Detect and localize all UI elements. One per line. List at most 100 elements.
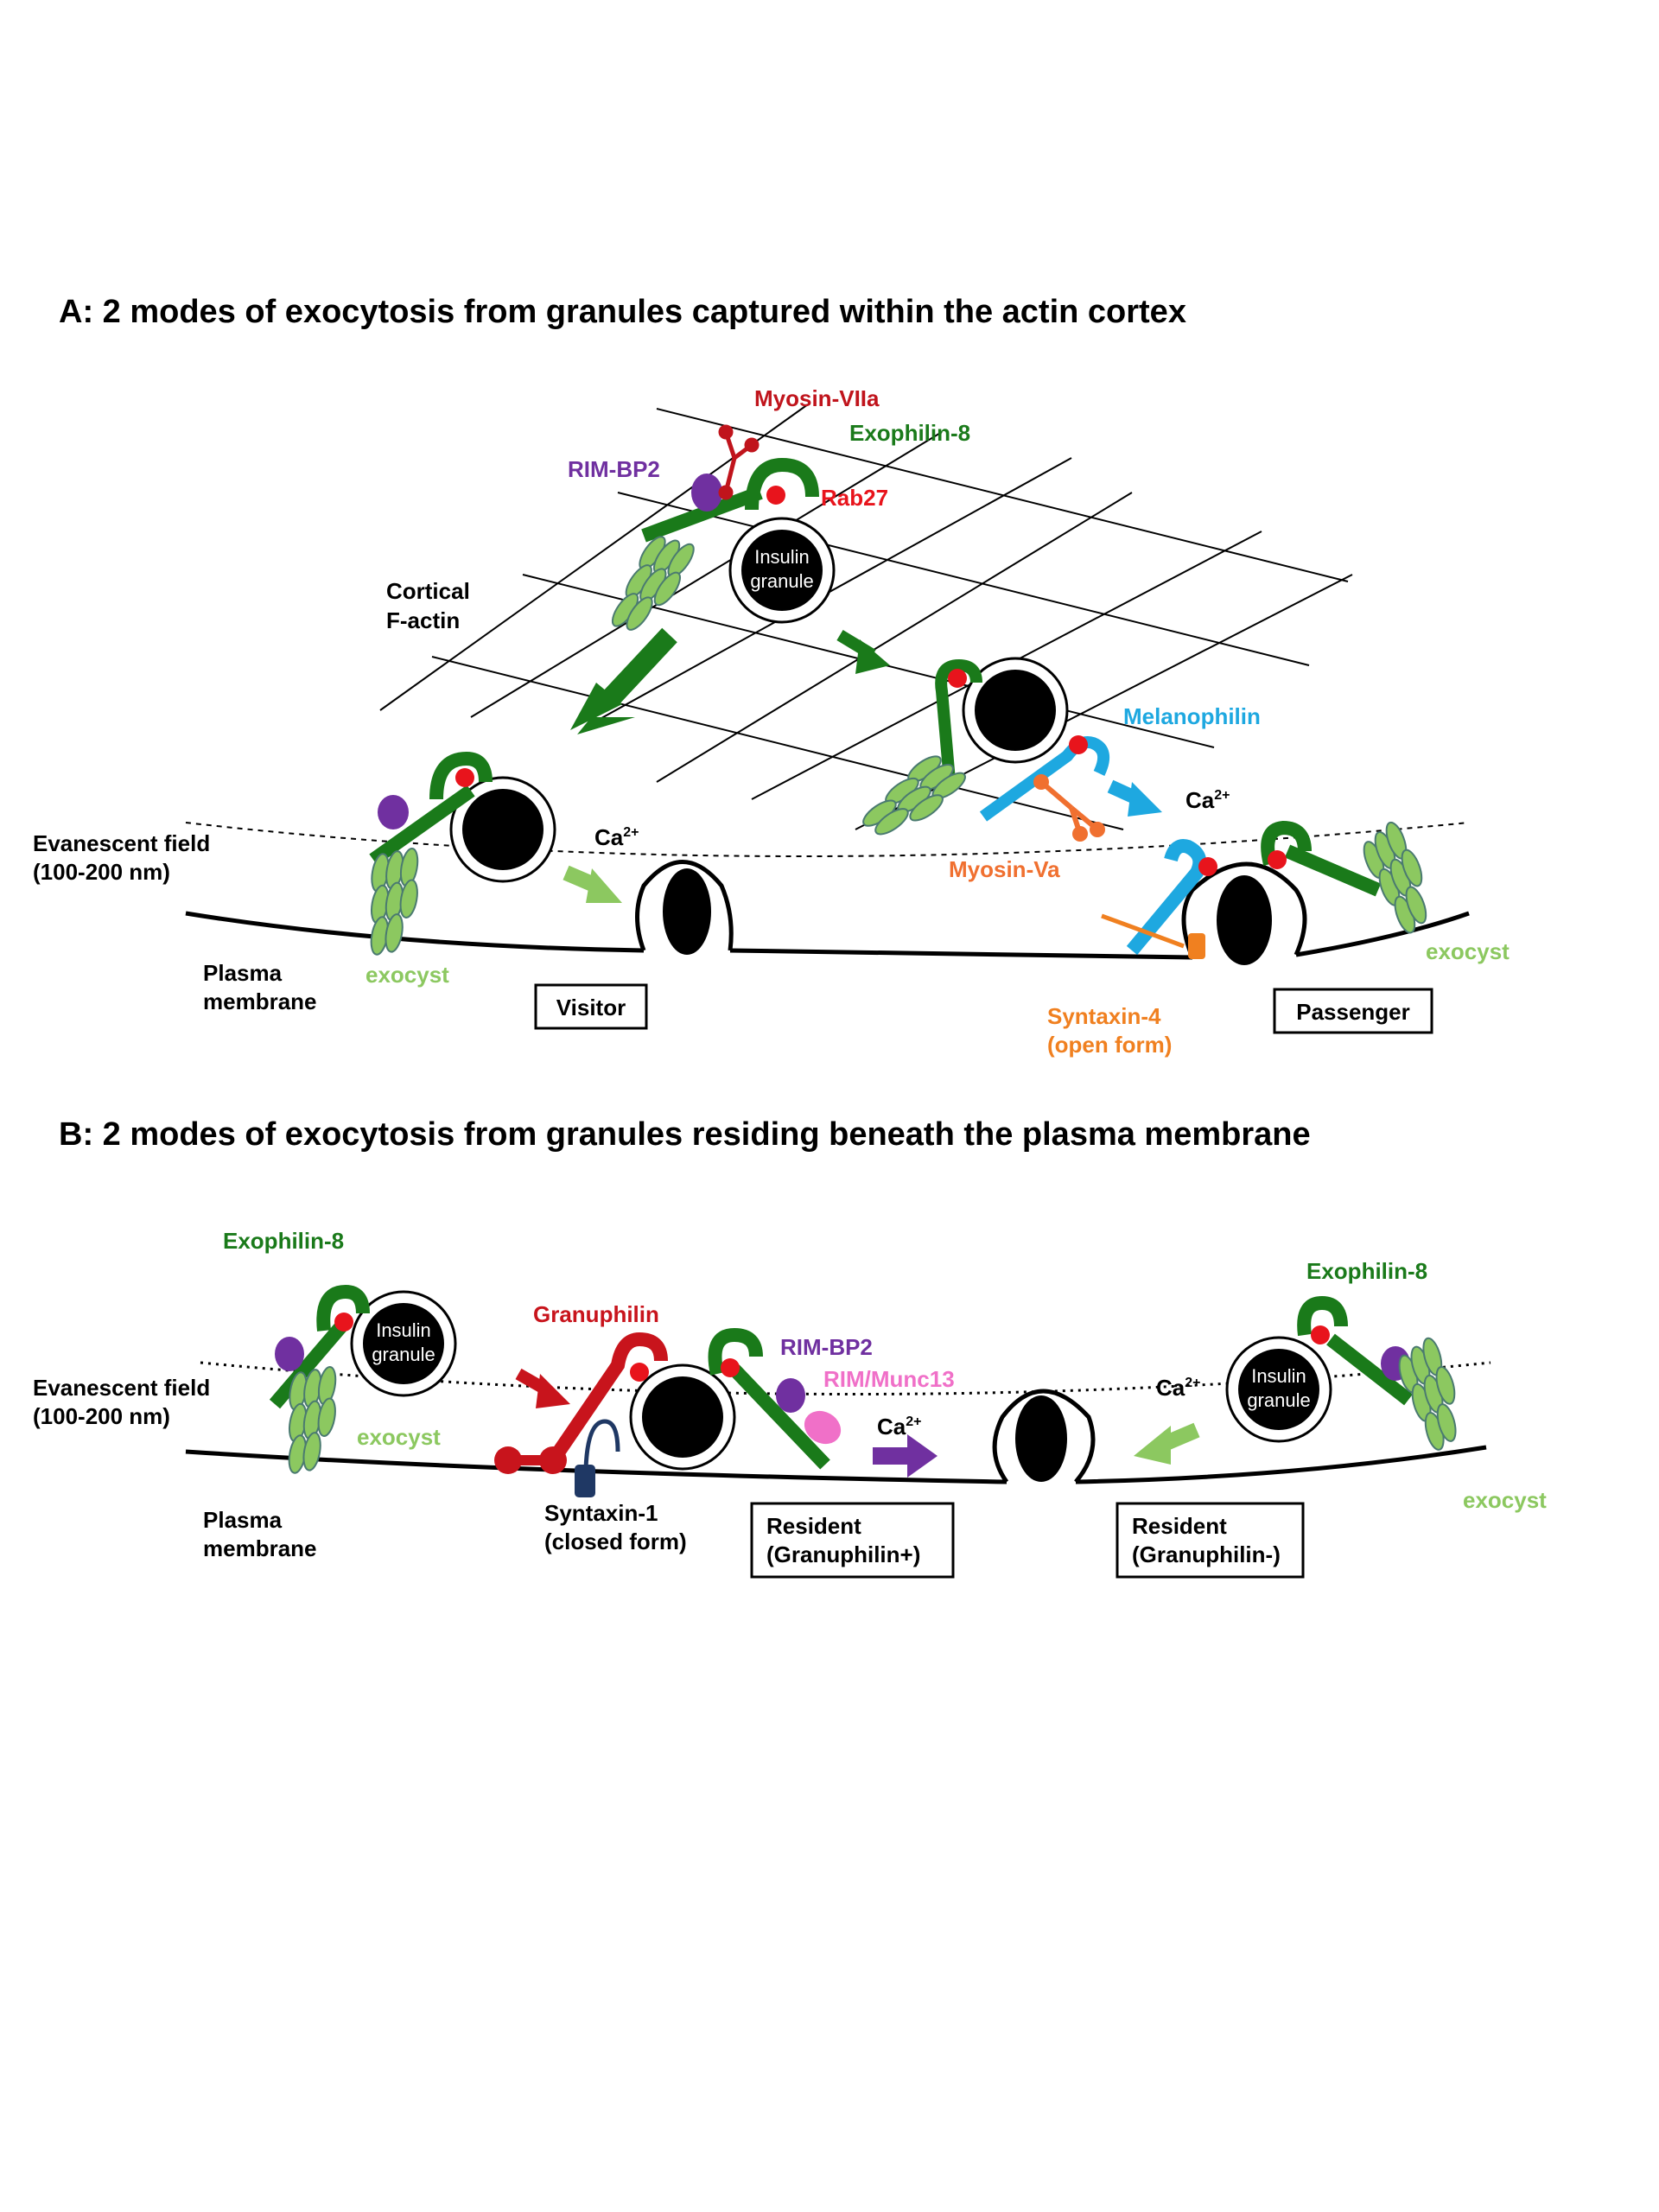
svg-text:(Granuphilin-): (Granuphilin-) [1132,1541,1281,1567]
visitor-box: Visitor [534,983,648,1030]
rim-munc13 [804,1410,842,1445]
arrow-ca-purple [873,1434,938,1478]
svg-text:Resident: Resident [766,1513,861,1539]
label-plasma-b-1: Plasma [203,1507,283,1533]
exophilin8-passenger [1261,820,1382,897]
label-exocyst-a-left: exocyst [365,962,449,988]
svg-text:granule: granule [1247,1389,1310,1411]
rab27-dot-melanophilin [1069,735,1088,754]
arrow-to-right-granule [836,630,890,674]
exophilin8-visitor [369,751,493,866]
panel-a-title: A: 2 modes of exocytosis from granules c… [59,294,1186,330]
label-exocyst-b-right: exocyst [1463,1487,1547,1513]
evanescent-field-line-b [200,1361,1491,1395]
label-exocyst-b-left: exocyst [357,1424,441,1450]
label-syntaxin4-2: (open form) [1047,1032,1172,1058]
label-exophilin8-b-left: Exophilin-8 [223,1228,344,1254]
label-ca-right-a: Ca2+ [1185,787,1230,813]
label-plasma-a-1: Plasma [203,960,283,986]
exocyst-passenger [1355,817,1441,940]
label-evanescent-a-2: (100-200 nm) [33,859,170,885]
myosin-va-middle [1033,774,1105,842]
label-plasma-a-2: membrane [203,988,317,1014]
exophilin8-b-right [1297,1295,1413,1406]
rab27-dot-b-right [1311,1325,1330,1344]
rab27-dot-granuphilin [630,1363,649,1382]
rim-bp2-b-mid [776,1378,805,1413]
rim-bp2-visitor [378,795,409,830]
label-plasma-b-2: membrane [203,1535,317,1561]
exophilin8-b-mid [708,1327,830,1470]
label-exophilin8-a: Exophilin-8 [849,420,970,446]
label-cortical-2: F-actin [386,607,460,633]
arrow-granuphilin [515,1368,570,1408]
exophilin8-middle [935,658,982,791]
label-evanescent-b-2: (100-200 nm) [33,1403,170,1429]
arrow-ca-visitor [563,865,622,903]
rab27-dot-passenger-blue [1198,857,1217,876]
label-melanophilin: Melanophilin [1123,703,1261,729]
arrow-to-visitor-granule [570,627,677,734]
insulin-granule-b-right: Insulin granule [1225,1336,1332,1443]
rab27-dot-visitor [455,768,474,787]
rim-bp2-b-left [275,1337,304,1371]
rab27-dot-middle [948,669,967,688]
svg-text:granule: granule [372,1344,435,1365]
cortical-actin-grid [379,404,1353,830]
svg-text:Resident: Resident [1132,1513,1227,1539]
plasma-membrane-a [185,911,1470,960]
fusing-granule-b [992,1389,1096,1484]
svg-text:granule: granule [750,570,813,592]
label-exophilin8-b-right: Exophilin-8 [1306,1258,1427,1284]
resident-granuphilin-neg-box: Resident (Granuphilin-) [1116,1502,1305,1579]
arrow-ca-passenger [1107,779,1162,817]
granuphilin-b [547,1332,668,1465]
granuphilin-c2 [494,1446,567,1474]
rab27-dot-passenger-green [1268,850,1287,869]
exophilin8-top [641,457,819,543]
label-syntaxin4-1: Syntaxin-4 [1047,1003,1161,1029]
label-rim-munc13: RIM/Munc13 [823,1366,955,1392]
exocyst-middle [852,745,973,850]
insulin-granule-top: Insulin granule [728,517,836,624]
fusing-granule-passenger [1181,861,1307,965]
svg-text:Visitor: Visitor [556,995,626,1020]
svg-text:Insulin: Insulin [1251,1365,1306,1387]
svg-text:Insulin: Insulin [754,546,810,568]
label-ca-left-a: Ca2+ [594,824,639,850]
passenger-box: Passenger [1273,988,1433,1034]
plasma-membrane-b [185,1445,1487,1484]
label-myosin-va: Myosin-Va [949,856,1060,882]
insulin-granule-b-left: Insulin granule [350,1290,457,1397]
resident-granuphilin-pos-box: Resident (Granuphilin+) [750,1502,955,1579]
label-myosin-viia: Myosin-VIIa [754,385,880,411]
exophilin8-b-left [269,1284,370,1409]
rab27-dot-b-mid [721,1358,740,1377]
rab27-dot-top [766,486,785,505]
label-evanescent-b-1: Evanescent field [33,1375,210,1401]
svg-text:Insulin: Insulin [376,1319,431,1341]
fusing-granule-visitor [635,860,734,955]
label-rim-bp2-b: RIM-BP2 [780,1334,873,1360]
rim-bp2-top [691,474,722,512]
label-ca-mid-b: Ca2+ [877,1414,922,1440]
label-cortical-1: Cortical [386,578,470,604]
myosin-viia-top [718,424,760,500]
label-syntaxin1-1: Syntaxin-1 [544,1500,658,1526]
label-granuphilin: Granuphilin [533,1301,659,1327]
label-syntaxin1-2: (closed form) [544,1529,687,1554]
rab27-dot-b-left [334,1313,353,1332]
svg-text:Passenger: Passenger [1296,999,1410,1025]
label-ca-right-b: Ca2+ [1156,1375,1201,1401]
syntaxin1 [575,1419,620,1497]
label-rim-bp2-a: RIM-BP2 [568,456,660,482]
svg-text:(Granuphilin+): (Granuphilin+) [766,1541,920,1567]
label-evanescent-a-1: Evanescent field [33,830,210,856]
syntaxin4 [1101,913,1205,959]
arrow-ca-green-b [1134,1422,1200,1465]
label-exocyst-a-right: exocyst [1426,938,1510,964]
panel-b-title: B: 2 modes of exocytosis from granules r… [59,1116,1311,1153]
label-rab27: Rab27 [821,485,888,511]
insulin-granule-b-granuphilin [629,1363,736,1471]
